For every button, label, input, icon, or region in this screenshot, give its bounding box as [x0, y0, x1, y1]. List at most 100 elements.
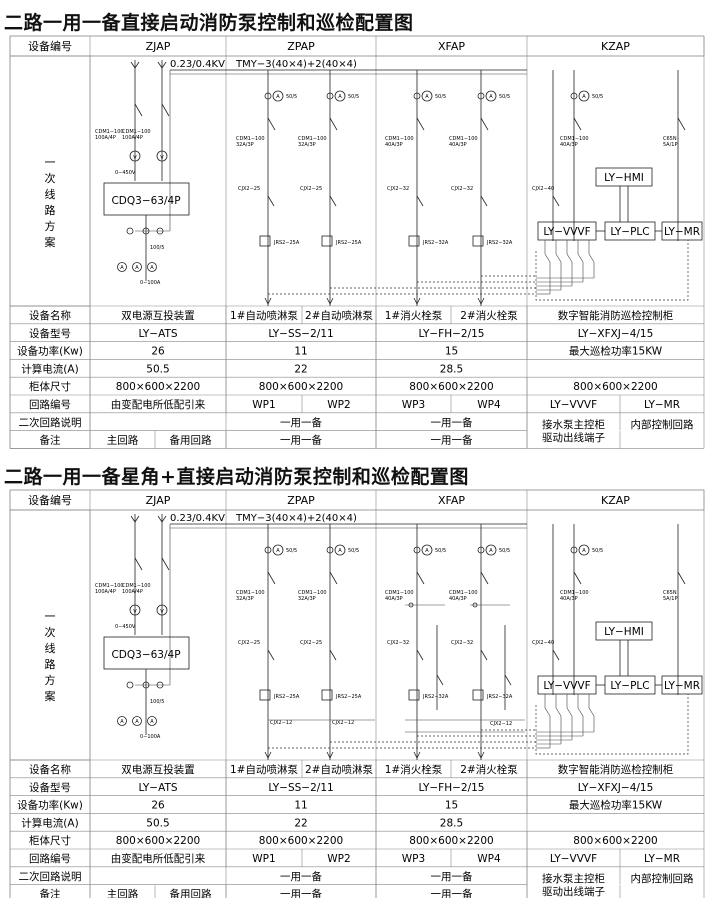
- table-cell: WP1: [252, 853, 275, 865]
- table-cell: 一用一备: [431, 416, 473, 429]
- pump-breaker: [267, 117, 276, 131]
- header-col-zpap: ZPAP: [287, 494, 315, 507]
- voltmeter-symbol: V: [133, 155, 137, 161]
- ammeter-symbol: A: [150, 265, 154, 271]
- table-cell: WP4: [477, 853, 501, 865]
- contactor-label: CJX2−12: [270, 720, 292, 726]
- table-cell: 接水泵主控柜: [542, 872, 605, 885]
- contactor: [504, 674, 512, 686]
- zjap-incoming-arrow: [130, 515, 140, 523]
- cdm-rating: 40A/3P: [385, 596, 403, 602]
- thermal-relay: [259, 689, 271, 701]
- kzap-cdm-label: CDM1−100: [560, 590, 589, 596]
- table-cell: 15: [445, 800, 458, 812]
- ct-icon: [326, 546, 334, 554]
- ammeter-icon: [421, 90, 433, 102]
- ammeter-icon: [578, 90, 590, 102]
- cdm-rating: 32A/3P: [236, 142, 254, 148]
- row-label: 二次回路说明: [19, 870, 82, 883]
- kzap-breaker: [573, 571, 582, 585]
- contactor: [329, 649, 337, 661]
- voltmeter-range: 0−450V: [115, 624, 136, 630]
- table-cell: 内部控制回路: [631, 418, 694, 431]
- ct-ratio: 50/5: [592, 548, 603, 554]
- thermal-relay: [321, 689, 333, 701]
- table-cell: 一用一备: [280, 888, 322, 898]
- ammeter-symbol: A: [489, 548, 493, 554]
- header-col-kzap: KZAP: [601, 494, 630, 507]
- pump-outgoing-arrow: [326, 297, 334, 305]
- pump-outgoing-arrow: [413, 297, 421, 305]
- ammeter-icon: [117, 716, 127, 726]
- bus-voltage: 0.23/0.4KV: [170, 513, 225, 524]
- table-cell: 1#自动喷淋泵: [230, 309, 298, 322]
- cdm-rating: 40A/3P: [449, 596, 467, 602]
- vvvf-output-switch: [588, 253, 595, 263]
- table-cell: LY−SS−2/11: [268, 782, 333, 794]
- ly-hmi-label: LY−HMI: [604, 172, 644, 184]
- ammeter-icon: [334, 90, 346, 102]
- vvvf-output-switch: [555, 707, 562, 717]
- header-col-zjap: ZJAP: [146, 40, 171, 53]
- zjap-cdm-rating: 100A/4P: [95, 135, 116, 141]
- header-col-xfap: XFAP: [438, 40, 465, 53]
- cdm-rating: 40A/3P: [449, 142, 467, 148]
- cdq-switch-label: CDQ3−63/4P: [111, 649, 180, 661]
- busbar-spec: TMY−3(40×4)+2(40×4): [235, 59, 357, 70]
- header-col-zjap: ZJAP: [146, 494, 171, 507]
- table-cell: 800×600×2200: [116, 381, 200, 393]
- row-label: 设备型号: [29, 327, 71, 340]
- table-cell: 一用一备: [431, 888, 473, 898]
- ammeter-icon: [421, 544, 433, 556]
- table-cell: 备用回路: [170, 888, 212, 898]
- kzap-enclosure: [535, 240, 689, 301]
- table-cell: 800×600×2200: [573, 381, 657, 393]
- contactor: [552, 649, 560, 661]
- table-cell: LY−ATS: [138, 328, 177, 340]
- kzap-cdm-rating: 40A/3P: [560, 596, 578, 602]
- thermal-relay-label: JRS2−25A: [335, 240, 362, 246]
- cdm-label: CDM1−100: [449, 136, 478, 142]
- kzap-c65-label: C65N: [663, 136, 677, 142]
- ammeter-icon: [132, 716, 142, 726]
- table-cell: 800×600×2200: [409, 835, 493, 847]
- ammeter-icon: [272, 544, 284, 556]
- side-label-char: 线: [45, 187, 56, 201]
- table-cell: 最大巡检功率15KW: [569, 345, 663, 358]
- table-cell: LY−MR: [644, 853, 680, 865]
- contactor-label: CJX2−32: [387, 186, 409, 192]
- table-cell: 1#消火栓泵: [385, 763, 443, 776]
- cdm-label: CDM1−100: [236, 590, 265, 596]
- pump-outgoing-arrow: [477, 751, 485, 759]
- zjap-cdm-label: CDM1−100: [122, 583, 151, 589]
- side-label-char: 路: [45, 204, 56, 217]
- vvvf-output-switch: [555, 253, 562, 263]
- row-label: 二次回路说明: [19, 416, 82, 429]
- ct-ratio: 50/5: [286, 548, 297, 554]
- header-col-zpap: ZPAP: [287, 40, 315, 53]
- ammeter-symbol: A: [425, 548, 429, 554]
- side-label-char: 一: [45, 610, 56, 623]
- ct-ratio: 50/5: [348, 94, 359, 100]
- ct-icon: [156, 227, 164, 235]
- zjap-cdm-label: CDM1−100: [95, 129, 124, 135]
- table-cell: 26: [151, 800, 165, 812]
- contactor-label: CJX2−32: [451, 186, 473, 192]
- thermal-relay-label: JRS2−32A: [486, 240, 513, 246]
- zjap-breaker: [134, 557, 143, 571]
- table-cell: WP2: [327, 399, 350, 411]
- vvvf-output-switch: [566, 707, 573, 717]
- ammeter-range: 0−100A: [140, 734, 161, 740]
- zjap-incoming-arrow: [157, 515, 167, 523]
- vvvf-output-switch: [544, 707, 551, 717]
- ct-icon: [126, 681, 134, 689]
- table-cell: LY−XFXJ−4/15: [578, 782, 654, 794]
- ly-hmi-box: [595, 167, 653, 187]
- ct-icon: [477, 546, 485, 554]
- kzap-breaker: [573, 117, 582, 131]
- cdm-rating: 40A/3P: [385, 142, 403, 148]
- pump-breaker: [416, 571, 425, 585]
- ly-vvvf-label: LY−VVVF: [543, 680, 590, 692]
